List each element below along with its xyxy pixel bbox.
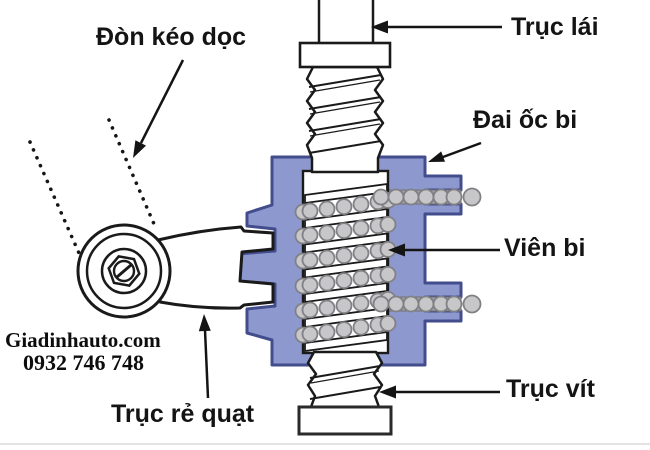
label-steering-shaft: Trục lái [511,13,599,41]
arrow-sector-shaft [198,314,211,399]
label-sector-shaft: Trục rẻ quạt [111,400,255,428]
worm-screw-top [305,65,385,174]
arrow-drag-link [133,59,185,158]
steering-shaft [297,0,393,436]
watermark-site: Giadinhauto.com [5,328,161,352]
arrow-worm-shaft [379,385,500,399]
worm-thread-crests [304,183,387,352]
label-balls: Viên bi [504,234,586,262]
label-ball-nut: Đai ốc bi [473,106,578,134]
arrow-steering-shaft [371,20,502,34]
balls-inside-nut [294,191,397,344]
upper-collar [298,41,392,69]
arrow-ball-nut [428,141,482,162]
label-worm-shaft: Trục vít [506,375,595,403]
watermark-phone: 0932 746 748 [23,350,144,375]
arrow-balls [388,243,500,257]
lower-collar [297,405,393,436]
ball-return-rows [372,187,482,314]
worm-screw-bottom [306,350,384,409]
joint-screw-slot [116,263,132,279]
label-drag-link: Đòn kéo dọc [96,23,247,51]
drag-link-dashed-lines [28,118,156,262]
callout-arrows [133,20,502,399]
sector-shaft-arm [76,223,275,319]
